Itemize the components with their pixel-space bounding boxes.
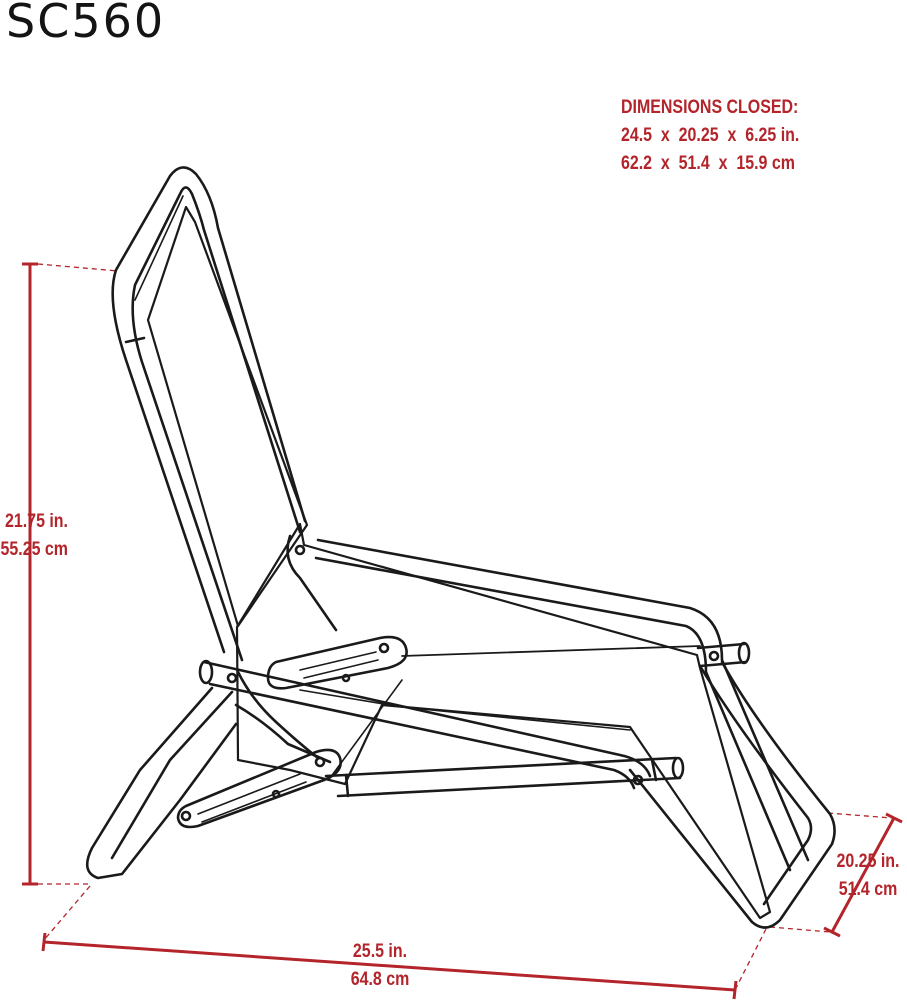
cross-tube-front [696, 642, 748, 668]
height-cm: 55.25 cm [0, 539, 68, 560]
backrest-fabric [146, 205, 309, 628]
height-inches: 21.75 in. [5, 511, 68, 532]
width-inches: 25.5 in. [352, 941, 408, 962]
rivet [271, 789, 281, 799]
depth-tick-bottom [823, 926, 841, 938]
width-tick-left [41, 932, 47, 952]
front-leg-outer [628, 660, 836, 929]
cross-tube-end-left [198, 659, 214, 685]
depth-cm: 51.4 cm [838, 879, 898, 900]
width-cm: 64.8 cm [350, 969, 410, 990]
closed-dimensions-inches: 24.5 x 20.25 x 6.25 in. [621, 125, 800, 146]
rivet [708, 650, 720, 662]
height-label: 21.75 in. 55.25 cm [0, 508, 68, 564]
rear-leg-outer [85, 686, 238, 880]
upper-hinge-slot-2 [303, 659, 379, 679]
depth-inches: 20.25 in. [836, 851, 900, 872]
cross-tube-seam-1 [344, 773, 350, 798]
model-number: SC560 [6, 0, 166, 48]
rivet [294, 544, 306, 556]
upper-hinge-plate [266, 635, 408, 690]
height-extension-top [37, 263, 119, 272]
depth-extension-bottom [769, 926, 831, 933]
rivet [341, 673, 351, 683]
cross-tube-end-rear [671, 756, 685, 780]
seat-edge-front [401, 645, 701, 657]
rivet [378, 642, 390, 654]
width-extension-left [43, 885, 91, 941]
rivet [314, 756, 326, 768]
chair [85, 166, 836, 929]
lower-hinge-slot [197, 773, 301, 815]
width-dimension-line [43, 940, 736, 992]
lower-hinge-slot-2 [201, 781, 307, 823]
width-label: 25.5 in. 64.8 cm [338, 938, 422, 994]
rivet [180, 810, 192, 822]
seat-side-rail-top [316, 538, 810, 862]
width-extension-right [735, 928, 767, 989]
backrest-tube-joint [124, 336, 146, 344]
depth-dimension-line [830, 817, 896, 933]
upper-hinge-slot [299, 651, 377, 671]
seat-fabric [235, 522, 772, 920]
upper-front-strut [286, 534, 338, 632]
dimension-lines [22, 262, 903, 1000]
closed-dimensions-cm: 62.2 x 51.4 x 15.9 cm [621, 153, 795, 174]
rear-leg-inner [110, 690, 234, 860]
closed-dimensions: DIMENSIONS CLOSED: 24.5 x 20.25 x 6.25 i… [621, 94, 799, 178]
cross-tube-seam-2 [650, 758, 658, 782]
rear-leg-joint [234, 703, 332, 764]
cross-tube-end-front [737, 641, 751, 665]
width-tick-right [732, 980, 738, 1000]
closed-dimensions-heading: DIMENSIONS CLOSED: [621, 97, 799, 118]
seat-side-rail-bottom [314, 556, 792, 872]
cross-tube-middle [202, 660, 652, 790]
rivet [632, 774, 644, 786]
backrest-frame-outer [111, 166, 307, 654]
depth-extension-top [827, 812, 893, 819]
depth-tick-top [885, 812, 903, 824]
rivet [226, 672, 238, 684]
cross-tube-rear [324, 756, 682, 798]
backrest-fabric-top [134, 195, 184, 301]
depth-label: 20.25 in. 51.4 cm [826, 848, 907, 904]
rear-leg-curve [236, 670, 320, 760]
backrest-frame-inner [131, 186, 302, 662]
seat-fabric-crease [329, 679, 403, 779]
sling-lower-edge [299, 689, 631, 731]
front-leg-inner [698, 664, 813, 906]
lower-hinge-plate [176, 748, 342, 829]
